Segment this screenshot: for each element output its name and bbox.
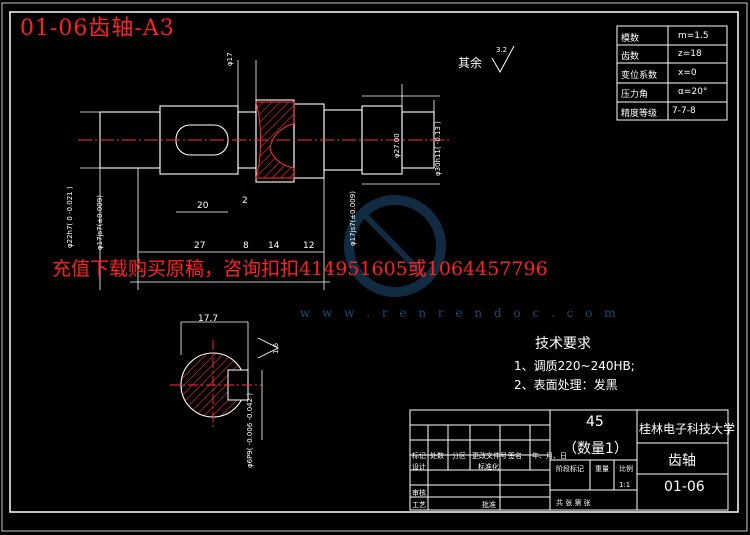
dim-phi27: φ27.00: [393, 133, 401, 158]
dimension-lines: [80, 60, 440, 290]
tech-item-1: 1、调质220~240HB;: [514, 359, 635, 373]
tech-item-2: 2、表面处理：发黑: [514, 378, 618, 392]
dim-section-width: 17.7: [198, 314, 219, 324]
param-name-4: 精度等级: [621, 109, 658, 119]
scale-value: 1:1: [619, 481, 631, 489]
surface-roughness-value: 3.2: [496, 46, 508, 54]
purchase-banner: 充值下载购买原稿，咨询扣扣414951605或1064457796: [52, 258, 548, 280]
param-name-2: 变位系数: [621, 71, 658, 81]
label-review: 审核: [412, 489, 426, 497]
label-design: 设计: [412, 463, 426, 471]
label-approve: 批准: [482, 501, 496, 509]
dim-phi17-top: φ17: [226, 52, 234, 66]
material: 45: [586, 414, 604, 430]
label-scale: 比例: [619, 465, 633, 473]
label-stage: 阶段标记: [556, 465, 584, 473]
param-name-0: 模数: [621, 34, 640, 44]
param-value-0: m=1.5: [678, 31, 709, 41]
dim-key-tolerance: φ6P9( -0.006 -0.042 ): [246, 392, 254, 468]
school-name: 桂林电子科技大学: [639, 422, 736, 436]
dim-8: 8: [243, 241, 249, 251]
param-value-4: 7-7-8: [672, 106, 696, 116]
watermark-logo: [344, 195, 446, 297]
dim-phi30: φ30h11( -0.13 ): [434, 121, 442, 176]
section-view: [170, 321, 280, 440]
hdr-zone: 分区: [452, 452, 466, 460]
dim-14: 14: [268, 241, 280, 251]
quantity: （数量1）: [563, 441, 628, 457]
tech-heading: 技术要求: [535, 336, 591, 352]
watermark-url: w w w . r e n r e n d o c . c o m: [300, 306, 620, 320]
hdr-count: 处数: [430, 452, 444, 460]
hdr-sign: 签名: [508, 452, 522, 460]
dim-phi17-left: φ17js7(±0.009): [96, 195, 104, 250]
param-value-1: z=18: [678, 49, 702, 59]
dim-roughness-section: 1.6: [272, 342, 280, 354]
surface-note-label: 其余: [458, 56, 483, 70]
dim-phi22: φ22h7( 0 -0.021 ): [66, 186, 74, 248]
sheet-count: 共 张 第 张: [556, 499, 591, 507]
dim-27: 27: [194, 241, 206, 251]
inner-frame: [9, 11, 739, 513]
gear-section: [255, 101, 295, 179]
hdr-change-no: 更改文件号: [472, 452, 507, 460]
param-name-3: 压力角: [621, 90, 649, 100]
dim-gap: 2: [242, 196, 248, 206]
roughness-symbol: [491, 45, 515, 74]
param-value-2: x=0: [678, 68, 697, 78]
gear-param-grid: [616, 25, 728, 121]
param-name-1: 齿数: [621, 52, 640, 62]
drawing-title: 01-06齿轴-A3: [20, 16, 175, 41]
label-process: 工艺: [412, 501, 426, 509]
label-weight: 重量: [595, 465, 609, 473]
part-name: 齿轴: [668, 453, 696, 469]
title-block-grid: [409, 409, 729, 511]
drawing-number: 01-06: [664, 479, 705, 495]
dim-slot-length: 20: [197, 201, 209, 211]
label-standardize: 标准化: [478, 463, 499, 471]
dim-12: 12: [303, 241, 315, 251]
hdr-date: 年、月、日: [532, 452, 567, 460]
hdr-mark: 标记: [412, 452, 426, 460]
dim-phi17-right: φ17js7(±0.009): [349, 191, 357, 246]
param-value-3: α=20°: [678, 87, 708, 97]
